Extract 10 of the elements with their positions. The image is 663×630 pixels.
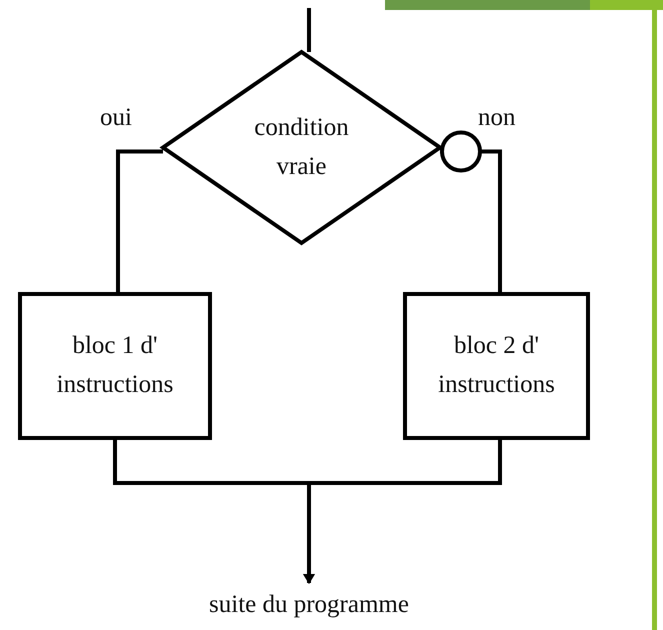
process-box bbox=[18, 292, 212, 440]
node-text: condition vraie bbox=[253, 112, 350, 182]
connector-line bbox=[116, 150, 163, 292]
connector-line bbox=[307, 8, 311, 52]
node-text: bloc 1 d' instructions bbox=[56, 331, 174, 400]
process-box bbox=[403, 292, 590, 440]
connector-line bbox=[440, 130, 502, 292]
arrow bbox=[303, 440, 502, 584]
flow-end-text: suite du programme bbox=[209, 590, 409, 620]
node-text: bloc 2 d' instructions bbox=[437, 331, 556, 400]
